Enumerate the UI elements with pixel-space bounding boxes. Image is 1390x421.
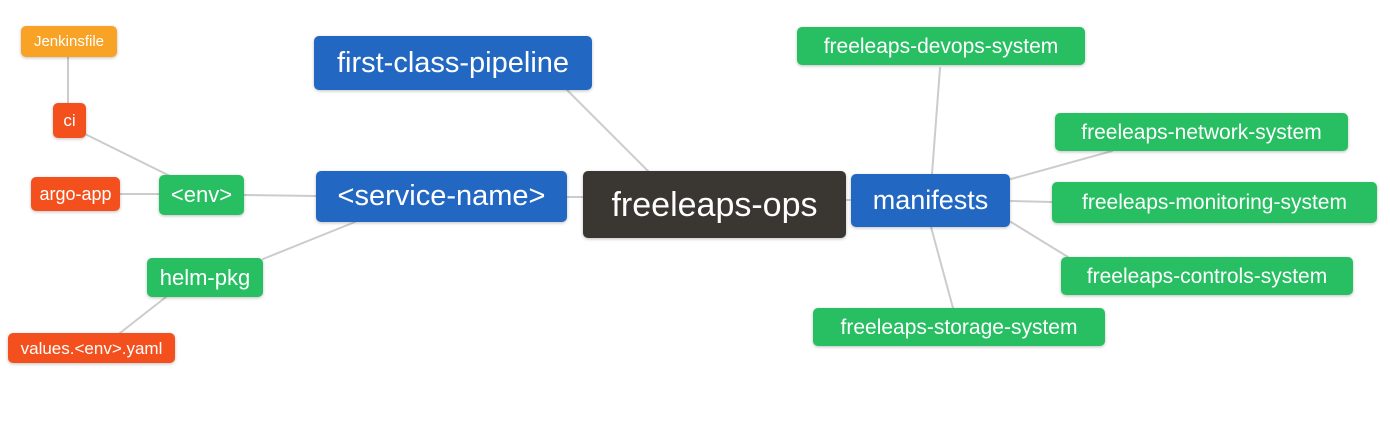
mindmap-node-freeleaps-devops-system[interactable]: freeleaps-devops-system <box>797 27 1085 65</box>
mindmap-node-helm-pkg[interactable]: helm-pkg <box>147 258 263 297</box>
mindmap-node-freeleaps-monitoring-system[interactable]: freeleaps-monitoring-system <box>1052 182 1377 223</box>
edge-env-to-service-name <box>243 194 317 197</box>
mindmap-node-manifests[interactable]: manifests <box>851 174 1010 227</box>
mindmap-node-service-name[interactable]: <service-name> <box>316 171 567 222</box>
mindmap-node-jenkinsfile[interactable]: Jenkinsfile <box>21 26 117 57</box>
mindmap-node-values-env-yaml[interactable]: values.<env>.yaml <box>8 333 175 363</box>
edge-manifests-to-freeleaps-controls-system <box>1010 221 1069 258</box>
edge-manifests-to-freeleaps-network-system <box>1010 150 1113 180</box>
edge-manifests-to-freeleaps-monitoring-system <box>1010 200 1053 203</box>
edge-ci-to-env <box>84 133 171 177</box>
mindmap-node-env[interactable]: <env> <box>159 175 244 215</box>
mindmap-node-freeleaps-ops[interactable]: freeleaps-ops <box>583 171 846 238</box>
edge-manifests-to-freeleaps-storage-system <box>930 226 954 309</box>
edge-manifests-to-freeleaps-devops-system <box>931 67 941 175</box>
mindmap-node-freeleaps-controls-system[interactable]: freeleaps-controls-system <box>1061 257 1353 295</box>
mindmap-node-freeleaps-storage-system[interactable]: freeleaps-storage-system <box>813 308 1105 346</box>
mindmap-node-ci[interactable]: ci <box>53 103 86 138</box>
edge-first-class-pipeline-to-freeleaps-ops <box>566 89 649 172</box>
edge-values-env-yaml-to-helm-pkg <box>119 296 167 334</box>
mindmap-node-freeleaps-network-system[interactable]: freeleaps-network-system <box>1055 113 1348 151</box>
mindmap-node-argo-app[interactable]: argo-app <box>31 177 120 211</box>
mindmap-node-first-class-pipeline[interactable]: first-class-pipeline <box>314 36 592 90</box>
edge-helm-pkg-to-service-name <box>262 221 356 260</box>
